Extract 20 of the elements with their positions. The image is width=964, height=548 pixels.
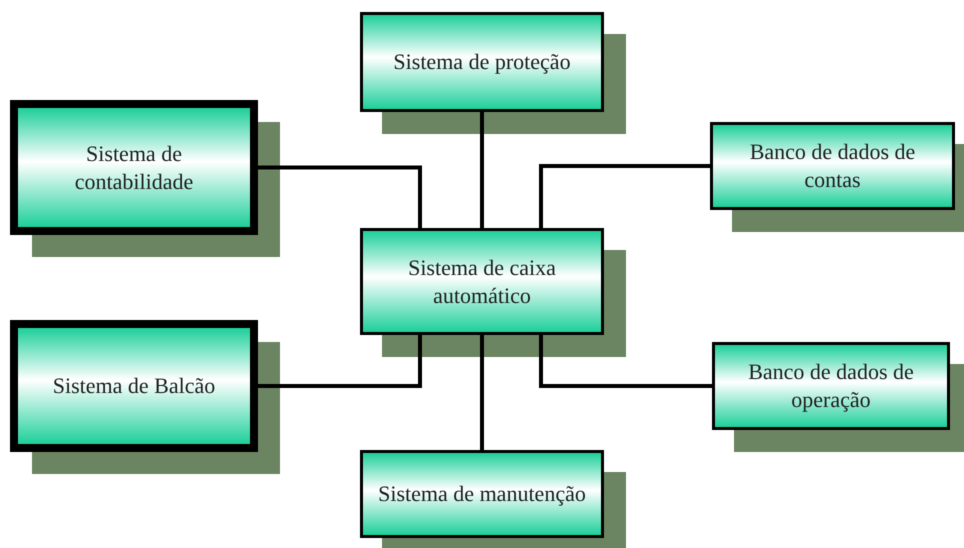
system-box (712, 342, 950, 430)
box-label: Sistema de contabilidade (74, 140, 194, 196)
system-box (10, 320, 258, 452)
system-box (10, 100, 258, 235)
box-label: Sistema de manutenção (377, 480, 587, 508)
box-label: Banco de dados de contas (748, 138, 916, 194)
system-box (360, 450, 604, 538)
box-label: Sistema de proteção (392, 48, 572, 76)
box-label: Sistema de caixa automático (407, 254, 557, 310)
connector-line (539, 164, 710, 228)
box-label: Banco de dados de operação (747, 358, 915, 414)
box-label: Sistema de Balcão (52, 372, 216, 400)
system-box (360, 228, 604, 335)
system-box (360, 12, 604, 112)
connector-line (539, 335, 712, 388)
connector-line (258, 335, 422, 388)
system-box (710, 122, 955, 210)
connector-line (480, 335, 484, 450)
connector-line (480, 112, 484, 228)
connector-line (258, 166, 422, 228)
